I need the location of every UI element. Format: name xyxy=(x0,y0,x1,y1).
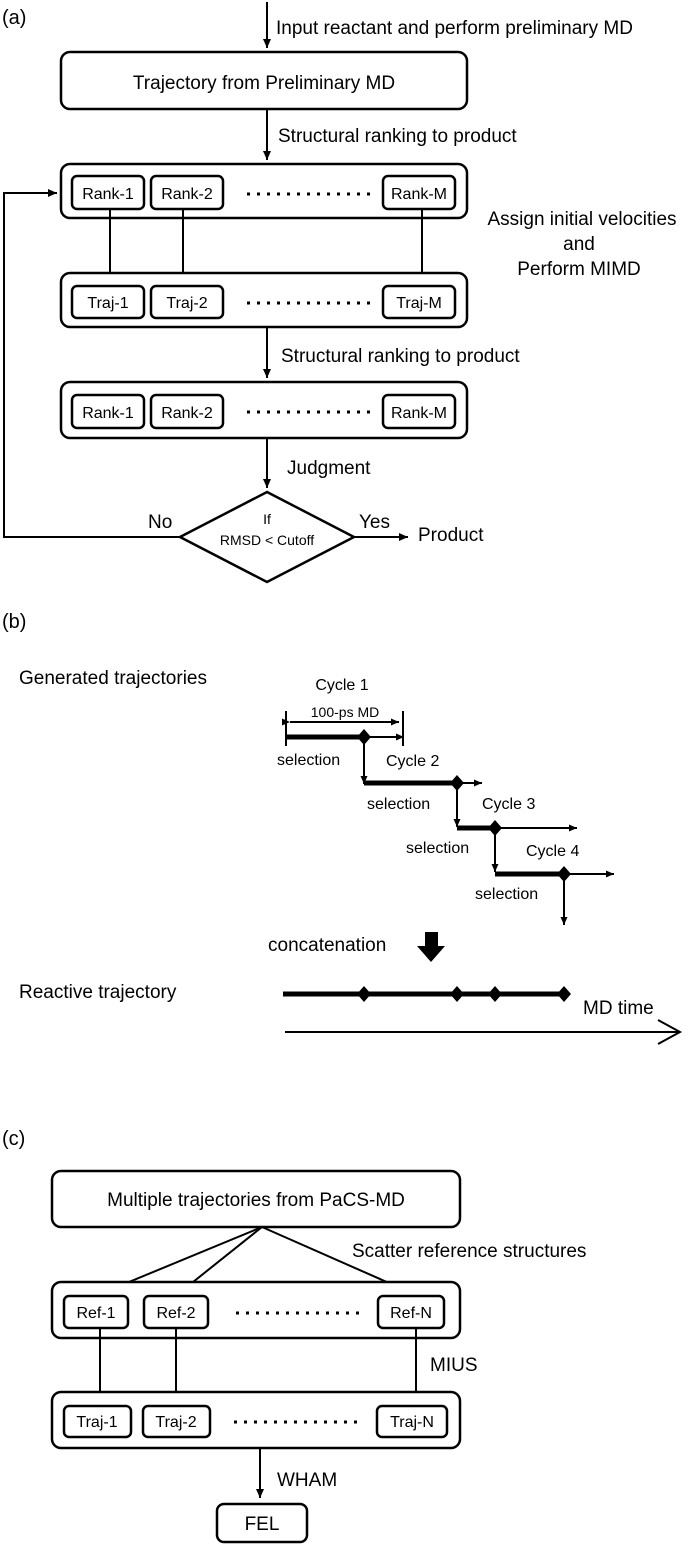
traj-n-c-box xyxy=(375,1404,449,1439)
ref-n-box xyxy=(376,1294,446,1330)
rank-2-label: Rank-2 xyxy=(161,186,213,203)
rank-2-box-b xyxy=(149,393,225,430)
reactive-diamond-3 xyxy=(488,986,502,1002)
pacs-md-box xyxy=(50,1169,462,1229)
input-text: Input reactant and perform preliminary M… xyxy=(276,18,633,39)
selection-3-label: selection xyxy=(406,840,469,857)
selection-4-diamond xyxy=(557,866,571,882)
cycle-2-label: Cycle 2 xyxy=(386,753,439,770)
wham-text: WHAM xyxy=(277,1470,337,1491)
traj-m-label: Traj-M xyxy=(396,295,442,312)
cycle-4-label: Cycle 4 xyxy=(526,843,579,860)
selection-3-diamond xyxy=(488,820,502,836)
generated-trajectories-label: Generated trajectories xyxy=(19,668,207,689)
pacs-md-label: Multiple trajectories from PaCS-MD xyxy=(107,1190,405,1211)
selection-1-label: selection xyxy=(277,752,340,769)
ref-n-label: Ref-N xyxy=(390,1305,432,1322)
selection-1-diamond xyxy=(357,729,371,745)
scatter-text: Scatter reference structures xyxy=(352,1241,586,1262)
concatenation-label: concatenation xyxy=(268,935,386,956)
rank-m-label-b: Rank-M xyxy=(391,405,447,422)
rank-2-box xyxy=(149,174,225,211)
ranking-text-1: Structural ranking to product xyxy=(278,126,517,147)
panel-a: (a) Input reactant and perform prelimina… xyxy=(2,2,677,584)
no-loop-arrow xyxy=(3,189,180,538)
assign-line-1: Assign initial velocities xyxy=(487,209,676,230)
rank-m-box-b xyxy=(381,393,457,430)
traj-1-c-box xyxy=(62,1404,133,1439)
traj-2-label: Traj-2 xyxy=(166,295,207,312)
md-time-label: MD time xyxy=(583,998,654,1019)
traj-1-box xyxy=(70,284,146,320)
panel-c-label: (c) xyxy=(2,1128,25,1150)
judgment-text: Judgment xyxy=(287,458,371,479)
panel-c: (c) Multiple trajectories from PaCS-MD S… xyxy=(2,1128,586,1544)
diamond-line-2: RMSD < Cutoff xyxy=(220,532,314,548)
selection-2-label: selection xyxy=(367,796,430,813)
rank-m-label: Rank-M xyxy=(391,186,447,203)
reactive-diamond-2 xyxy=(450,986,464,1002)
reactive-trajectory-label: Reactive trajectory xyxy=(19,982,177,1003)
traj-m-box xyxy=(381,284,457,320)
assign-line-3: Perform MIMD xyxy=(517,259,641,280)
decision-diamond xyxy=(177,490,357,584)
ref-2-label: Ref-2 xyxy=(156,1305,195,1322)
preliminary-md-label: Trajectory from Preliminary MD xyxy=(133,73,395,94)
rank-1-label: Rank-1 xyxy=(82,186,134,203)
md-span-label: 100-ps MD xyxy=(311,704,379,720)
cycle-3-label: Cycle 3 xyxy=(482,796,535,813)
selection-4-label: selection xyxy=(475,886,538,903)
selection-2-diamond xyxy=(450,775,464,791)
preliminary-md-box xyxy=(59,50,469,111)
rank-2-label-b: Rank-2 xyxy=(161,405,213,422)
traj-1-c-label: Traj-1 xyxy=(76,1414,117,1431)
mius-text: MIUS xyxy=(430,1355,478,1376)
assign-line-2: and xyxy=(563,234,595,255)
ranking-text-2: Structural ranking to product xyxy=(281,346,520,367)
panel-a-label: (a) xyxy=(2,7,26,29)
cycle-1-label: Cycle 1 xyxy=(315,677,368,694)
diamond-line-1: If xyxy=(263,511,271,527)
reactive-diamond-4 xyxy=(557,986,571,1002)
traj-1-label: Traj-1 xyxy=(87,295,128,312)
traj-2-c-box xyxy=(141,1404,212,1439)
fel-label: FEL xyxy=(245,1514,280,1535)
traj-2-box xyxy=(149,284,225,320)
traj-n-c-label: Traj-N xyxy=(390,1414,434,1431)
yes-label: Yes xyxy=(359,512,390,533)
no-label: No xyxy=(148,512,172,533)
rank-1-label-b: Rank-1 xyxy=(82,405,134,422)
traj-2-c-label: Traj-2 xyxy=(155,1414,196,1431)
md-time-arrowhead xyxy=(657,1019,683,1045)
rank-m-box xyxy=(381,174,457,211)
reactive-diamond-1 xyxy=(357,986,371,1002)
panel-b: (b) Generated trajectories Cycle 1 100-p… xyxy=(2,611,683,1045)
concatenation-arrow xyxy=(417,932,445,962)
rank-1-box xyxy=(70,174,146,211)
ref-1-label: Ref-1 xyxy=(76,1305,115,1322)
rank-1-box-b xyxy=(70,393,146,430)
product-label: Product xyxy=(418,525,484,546)
fel-box xyxy=(215,1502,309,1544)
ref-1-box xyxy=(62,1294,130,1330)
panel-b-label: (b) xyxy=(2,611,26,633)
